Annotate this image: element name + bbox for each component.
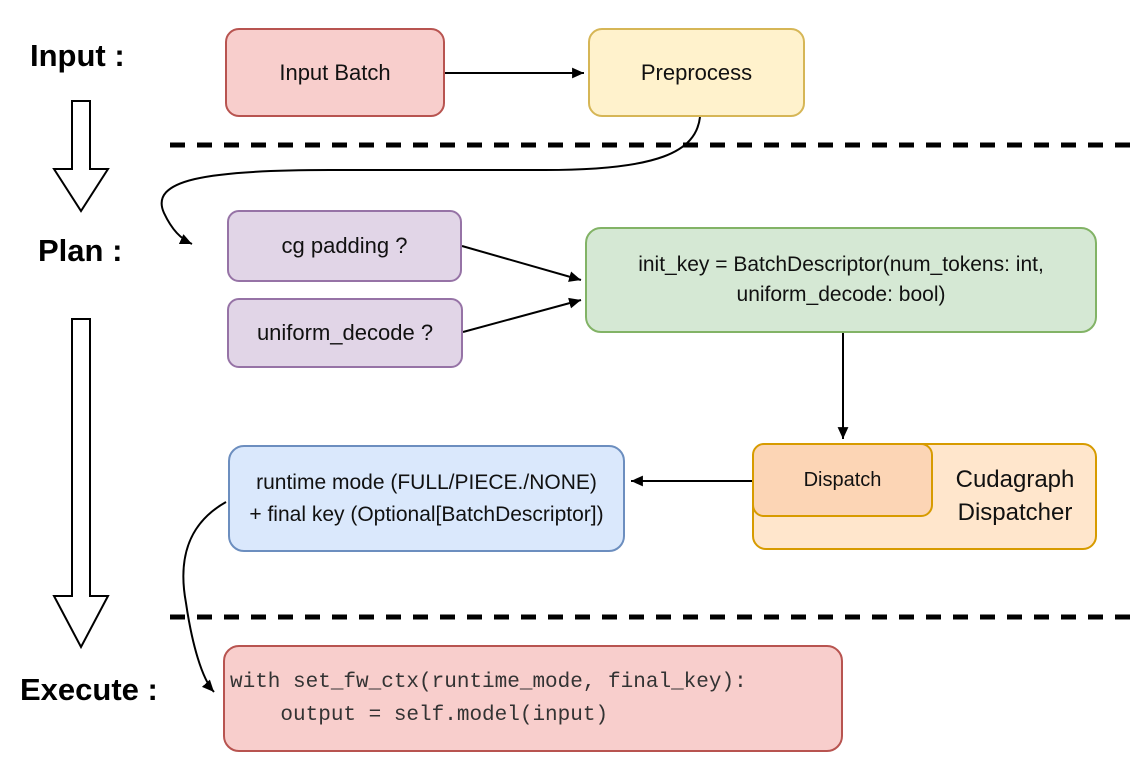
node-dispatch: Dispatch <box>752 443 933 517</box>
arrow-preprocess-to-cg-padding <box>160 116 701 245</box>
node-cudagraph-dispatcher-line1: Cudagraph <box>955 466 1075 493</box>
arrow-cg-padding-to-init-key <box>461 245 582 282</box>
input-stage-arrow-icon <box>52 100 110 213</box>
node-preprocess: Preprocess <box>588 28 805 117</box>
stage-label-input: Input : <box>30 38 125 73</box>
node-cudagraph-dispatcher-line2: Dispatcher <box>957 499 1073 526</box>
node-uniform-decode-label: uniform_decode ? <box>256 320 434 345</box>
arrow-runtime-mode-to-execute-code <box>182 501 227 693</box>
node-runtime-mode: runtime mode (FULL/PIECE./NONE) + final … <box>228 445 625 552</box>
arrow-uniform-decode-to-init-key <box>462 297 582 333</box>
node-runtime-mode-line2: + final key (Optional[BatchDescriptor]) <box>249 502 604 526</box>
node-cg-padding-label: cg padding ? <box>281 233 408 258</box>
stage-label-plan: Plan : <box>38 233 123 268</box>
node-runtime-mode-line1: runtime mode (FULL/PIECE./NONE) <box>256 470 597 494</box>
node-dispatch-label: Dispatch <box>803 468 882 491</box>
node-cudagraph-dispatcher-label: Cudagraph Dispatcher <box>935 463 1095 529</box>
node-init-key-line2: uniform_decode: bool) <box>736 283 946 306</box>
node-init-key-line1: init_key = BatchDescriptor(num_tokens: i… <box>638 253 1044 276</box>
node-input-batch-label: Input Batch <box>279 59 391 85</box>
node-preprocess-label: Preprocess <box>640 59 753 85</box>
node-input-batch: Input Batch <box>225 28 445 117</box>
execute-code-line1: with set_fw_ctx(runtime_mode, final_key)… <box>230 670 747 694</box>
node-uniform-decode: uniform_decode ? <box>227 298 463 368</box>
node-cg-padding: cg padding ? <box>227 210 462 282</box>
node-execute-code: with set_fw_ctx(runtime_mode, final_key)… <box>223 645 843 752</box>
plan-stage-arrow-icon <box>52 318 110 650</box>
execute-code-line2: output = self.model(input) <box>230 703 609 727</box>
node-init-key: init_key = BatchDescriptor(num_tokens: i… <box>585 227 1097 333</box>
stage-label-execute: Execute : <box>20 672 158 707</box>
